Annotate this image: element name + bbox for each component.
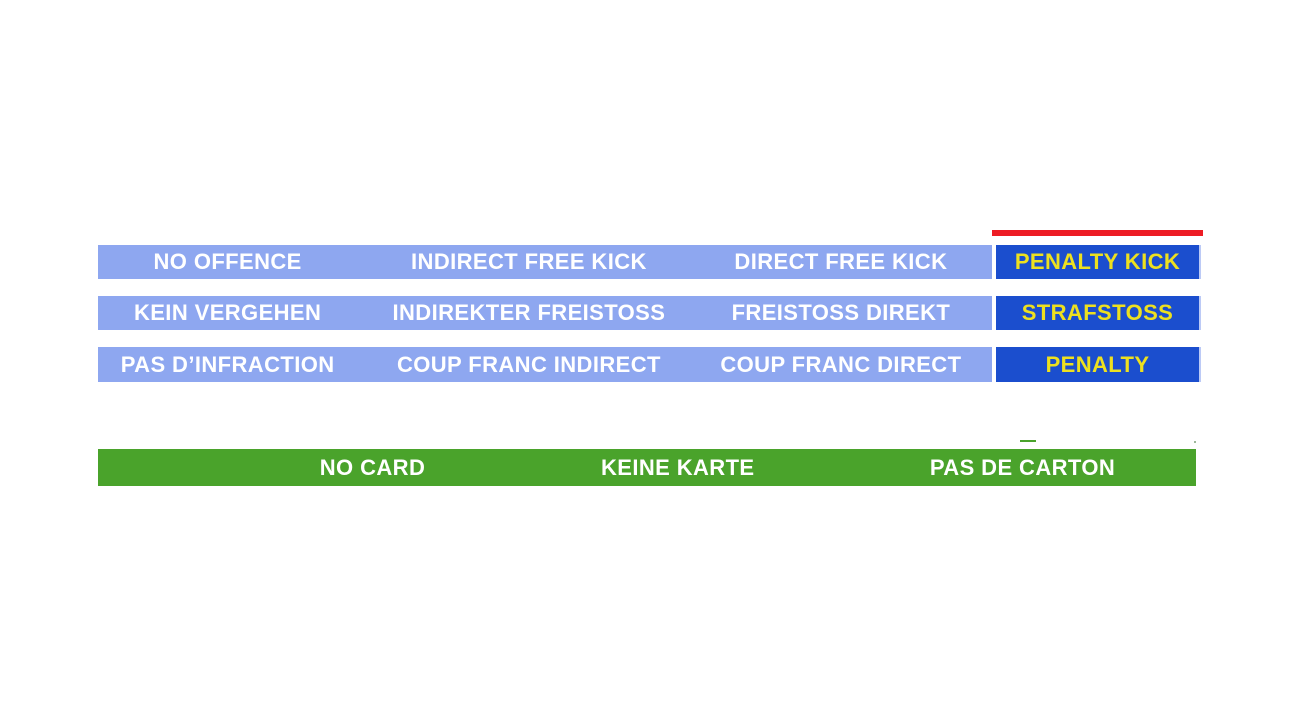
penalty-highlight-underline — [992, 230, 1203, 236]
offence-bar-english: NO OFFENCE INDIRECT FREE KICK DIRECT FRE… — [98, 245, 992, 279]
cell-no-card-fr: PAS DE CARTON — [929, 454, 1116, 480]
sanction-row-german: KEIN VERGEHEN INDIREKTER FREISTOSS FREIS… — [0, 296, 1290, 330]
partial-render-dot — [1194, 441, 1196, 443]
cell-indirect-free-kick-fr: COUP FRANC INDIRECT — [396, 351, 661, 377]
cell-no-offence-en: NO OFFENCE — [153, 249, 302, 274]
penalty-segment-french: PENALTY — [996, 347, 1201, 382]
penalty-segment-german: STRAFSTOSS — [996, 296, 1201, 330]
penalty-segment-english: PENALTY KICK — [996, 245, 1201, 279]
cell-no-offence-de: KEIN VERGEHEN — [133, 300, 322, 325]
no-card-bar: NO CARD KEINE KARTE PAS DE CARTON — [98, 449, 1196, 486]
sanction-row-french: PAS D’INFRACTION COUP FRANC INDIRECT COU… — [0, 347, 1290, 382]
cell-indirect-free-kick-de: INDIREKTER FREISTOSS — [392, 300, 666, 325]
cell-penalty-kick-en: PENALTY KICK — [1014, 249, 1181, 274]
cell-no-card-de: KEINE KARTE — [600, 454, 755, 480]
sanction-row-english: NO OFFENCE INDIRECT FREE KICK DIRECT FRE… — [0, 245, 1290, 279]
cell-penalty-kick-de: STRAFSTOSS — [1021, 300, 1174, 325]
cell-no-offence-fr: PAS D’INFRACTION — [120, 351, 335, 377]
cell-penalty-kick-fr: PENALTY — [1045, 351, 1150, 377]
cell-indirect-free-kick-en: INDIRECT FREE KICK — [411, 249, 647, 274]
cell-no-card-en: NO CARD — [319, 454, 426, 480]
cell-direct-free-kick-en: DIRECT FREE KICK — [734, 249, 948, 274]
cell-direct-free-kick-fr: COUP FRANC DIRECT — [720, 351, 962, 377]
partial-render-dash — [1020, 440, 1036, 442]
offence-bar-german: KEIN VERGEHEN INDIREKTER FREISTOSS FREIS… — [98, 296, 992, 330]
offence-bar-french: PAS D’INFRACTION COUP FRANC INDIRECT COU… — [98, 347, 992, 382]
cell-direct-free-kick-de: FREISTOSS DIREKT — [731, 300, 951, 325]
